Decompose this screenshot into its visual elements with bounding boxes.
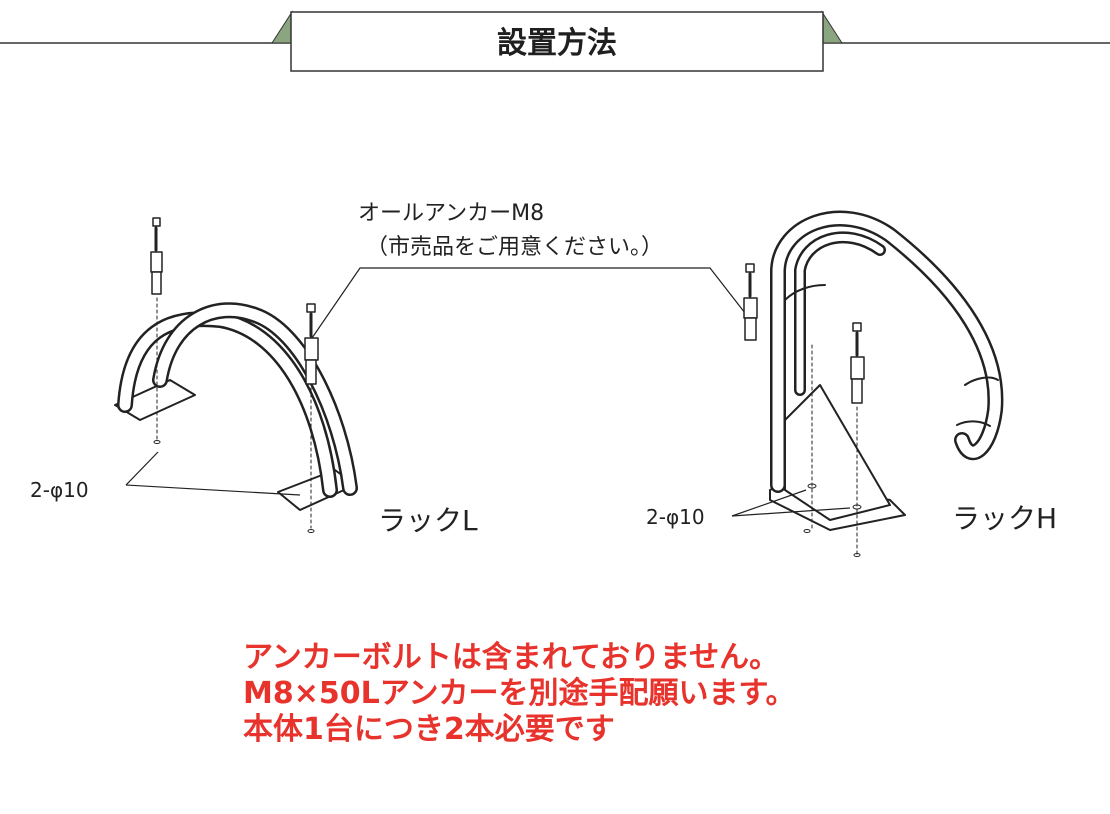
rack-h-label: ラックH xyxy=(952,502,1057,535)
hole-leader-left xyxy=(125,451,301,496)
header-box xyxy=(290,11,824,72)
notice-line-1: アンカーボルトは含まれておりません。 xyxy=(243,640,780,675)
hole-label-left: 2-φ10 xyxy=(30,478,89,502)
callout-line-1: オールアンカーM8 xyxy=(358,201,544,226)
header-bar: 設置方法 xyxy=(0,10,1110,72)
header-left-tab xyxy=(271,10,293,44)
rack-h-drawing xyxy=(743,210,1004,557)
notice-line-3: 本体1台につき2本必要です xyxy=(243,712,615,747)
rack-l-drawing xyxy=(114,217,358,533)
hole-label-right: 2-φ10 xyxy=(646,505,705,529)
anchor-notice: アンカーボルトは含まれておりません。 M8×50Lアンカーを別途手配願います。 … xyxy=(243,640,963,748)
page-title: 設置方法 xyxy=(497,26,617,61)
notice-line-2: M8×50Lアンカーを別途手配願います。 xyxy=(243,676,796,711)
rack-l-label: ラックL xyxy=(378,504,478,537)
callout-line-2: （市売品をご用意ください。） xyxy=(366,235,663,260)
header-right-tab xyxy=(821,10,843,44)
callout-leaders xyxy=(311,267,753,339)
hole-leader-right xyxy=(731,489,851,517)
